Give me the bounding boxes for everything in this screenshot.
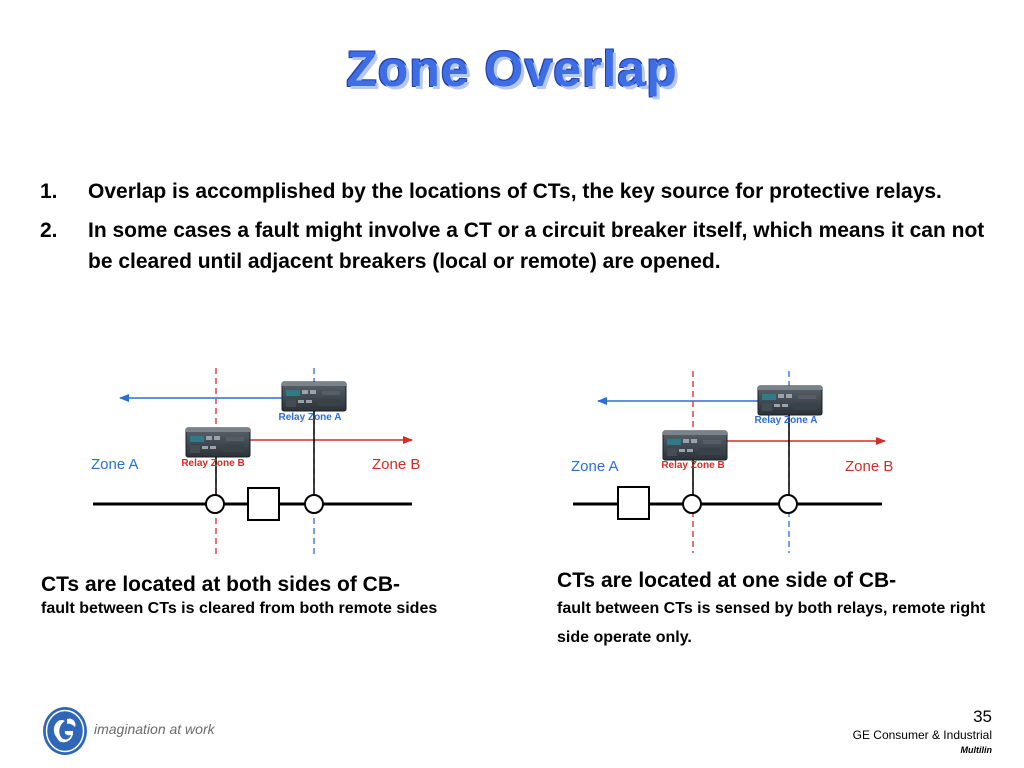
company-name: GE Consumer & Industrial <box>852 728 992 742</box>
relay-zone-b-label: Relay Zone B <box>661 460 724 471</box>
relay-zone-b-device <box>662 430 728 461</box>
relay-zone-b-label: Relay Zone B <box>181 458 244 469</box>
list-item: 1. Overlap is accomplished by the locati… <box>40 176 990 207</box>
ct-left <box>205 494 225 514</box>
caption-detail: fault between CTs is sensed by both rela… <box>557 600 986 646</box>
item-number: 2. <box>40 219 58 242</box>
tagline: imagination at work <box>94 721 215 737</box>
zone-b-label: Zone B <box>845 458 893 475</box>
zone-overlap-diagrams: Relay Zone A Relay Zone B Zone A Zone B … <box>91 368 893 557</box>
ct-left <box>682 494 702 514</box>
diagram-right: Relay Zone A Relay Zone B Zone A Zone B <box>571 371 893 553</box>
ct-right <box>778 494 798 514</box>
caption-heading: CTs are located at one side of CB- <box>557 569 897 592</box>
ge-logo <box>43 707 87 755</box>
circuit-breaker <box>617 486 650 520</box>
slide-title: Zone Overlap <box>346 41 678 97</box>
caption-heading: CTs are located at both sides of CB- <box>41 573 400 596</box>
relay-zone-b-device <box>185 427 251 458</box>
sub-brand: Multilin <box>960 745 993 755</box>
bullet-list: 1. Overlap is accomplished by the locati… <box>40 176 990 285</box>
relay-zone-a-device <box>281 381 347 412</box>
caption-left: CTs are located at both sides of CB- fau… <box>41 572 501 620</box>
ct-right <box>304 494 324 514</box>
zone-a-label: Zone A <box>571 458 619 475</box>
item-text: In some cases a fault might involve a CT… <box>88 219 985 273</box>
relay-zone-a-device <box>757 385 823 416</box>
circuit-breaker <box>247 487 280 521</box>
page-number: 35 <box>973 707 992 726</box>
list-item: 2. In some cases a fault might involve a… <box>40 215 990 277</box>
item-text: Overlap is accomplished by the locations… <box>88 180 942 203</box>
zone-a-label: Zone A <box>91 456 139 473</box>
zone-b-label: Zone B <box>372 456 420 473</box>
diagram-left: Relay Zone A Relay Zone B Zone A Zone B <box>91 368 420 557</box>
relay-zone-a-label: Relay Zone A <box>279 412 342 423</box>
relay-zone-a-label: Relay Zone A <box>755 415 818 426</box>
caption-right: CTs are located at one side of CB- fault… <box>557 568 1007 652</box>
caption-detail: fault between CTs is cleared from both r… <box>41 600 438 617</box>
item-number: 1. <box>40 180 58 203</box>
